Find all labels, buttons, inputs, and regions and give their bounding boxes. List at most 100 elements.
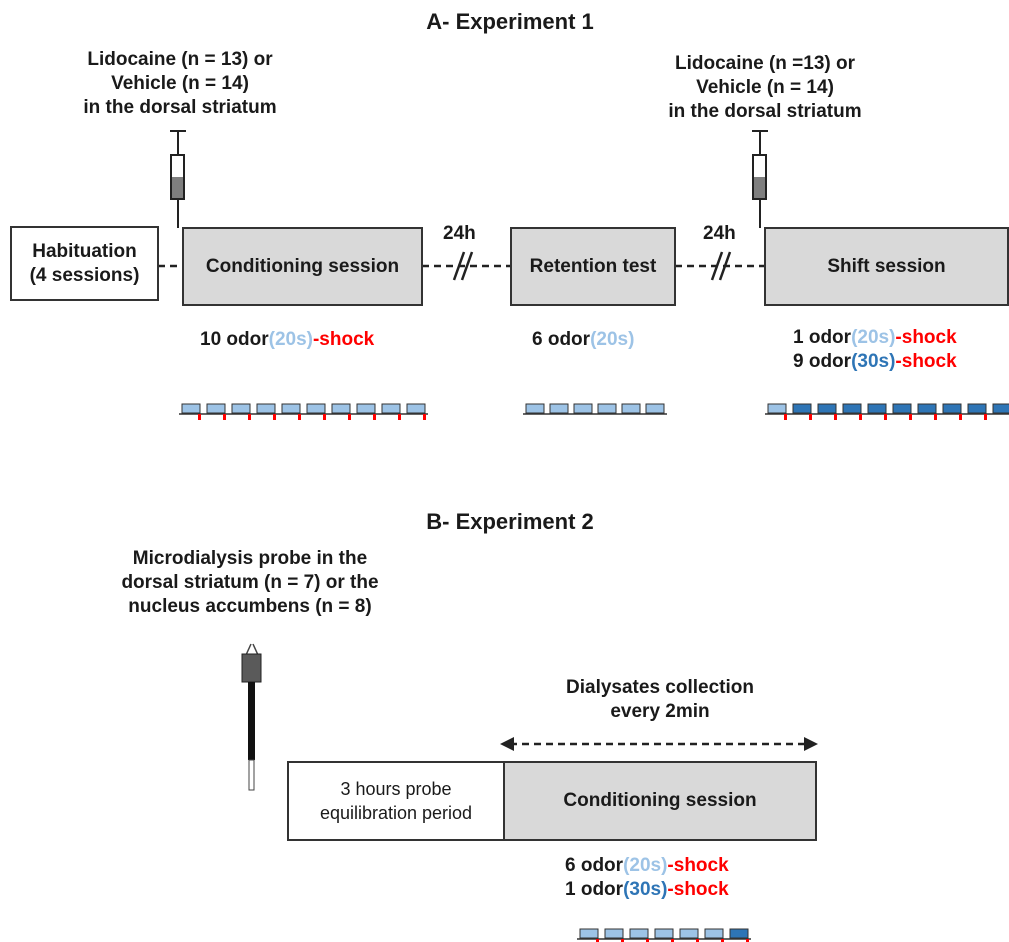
collection-line-2: every 2min xyxy=(610,701,710,722)
shock-mark xyxy=(884,414,887,420)
odor-30s-trial xyxy=(942,403,962,414)
odor-30s-trial xyxy=(892,403,912,414)
odor-20s-trial xyxy=(704,928,724,939)
injection-label-right: Lidocaine (n =13) or Vehicle (n = 14) in… xyxy=(625,52,905,124)
exp2-conditioning-box: Conditioning session xyxy=(503,761,817,841)
odor-30s-trial xyxy=(817,403,837,414)
shift-trial-sequence xyxy=(765,403,1009,420)
odor-20s-trial xyxy=(645,403,665,414)
experiment-2-title: B- Experiment 2 xyxy=(426,509,594,534)
odor-20s-trial xyxy=(621,403,641,414)
shock-mark xyxy=(671,939,674,942)
shock-mark xyxy=(348,414,351,420)
odor-20s-trial xyxy=(406,403,426,414)
trial-count: 1 odor xyxy=(565,879,624,900)
odor-20s-trial xyxy=(381,403,401,414)
odor-30s-trial xyxy=(842,403,862,414)
odor-20s-trial xyxy=(306,403,326,414)
odor-20s-trial xyxy=(629,928,649,939)
collection-arrow xyxy=(500,737,818,751)
shock-mark xyxy=(696,939,699,942)
trial-count: 10 odor xyxy=(200,329,269,350)
odor-20s-trial xyxy=(549,403,569,414)
shock-mark xyxy=(621,939,624,942)
trial-shock: -shock xyxy=(895,351,957,372)
shock-mark xyxy=(423,414,426,420)
shift-session-box: Shift session xyxy=(764,227,1009,306)
exp2-trials-label: 6 odor(20s)-shock 1 odor(30s)-shock xyxy=(565,854,729,902)
injection-right-line-1: Lidocaine (n =13) or xyxy=(674,53,855,74)
habituation-line-1: Habituation xyxy=(32,240,137,262)
conditioning-trials-label: 10 odor(20s)-shock xyxy=(200,328,374,352)
shock-mark xyxy=(198,414,201,420)
habituation-line-2: (4 sessions) xyxy=(29,264,140,286)
conditioning-session-box: Conditioning session xyxy=(182,227,423,306)
exp2-trials-line-1: 6 odor(20s)-shock xyxy=(565,854,729,878)
shift-trials-label: 1 odor(20s)-shock 9 odor(30s)-shock xyxy=(793,326,957,374)
probe-line-3: nucleus accumbens (n = 8) xyxy=(128,596,372,617)
equilibration-line-1: 3 hours probe xyxy=(340,779,452,799)
trial-duration: (30s) xyxy=(623,879,668,900)
conditioning-session-label: Conditioning session xyxy=(205,255,400,277)
shock-mark xyxy=(646,939,649,942)
odor-20s-trial xyxy=(767,403,787,414)
retention-trials-label: 6 odor(20s) xyxy=(532,328,634,352)
trial-duration: (20s) xyxy=(268,329,313,350)
trial-duration: (20s) xyxy=(590,329,635,350)
shift-trials-line-2: 9 odor(30s)-shock xyxy=(793,350,957,374)
odor-20s-trial xyxy=(281,403,301,414)
delay-label: 24h xyxy=(703,223,736,244)
odor-20s-trial xyxy=(579,928,599,939)
shock-mark xyxy=(596,939,599,942)
odor-30s-trial xyxy=(917,403,937,414)
shock-mark xyxy=(248,414,251,420)
experiment-2-trial-sequence xyxy=(577,928,751,942)
odor-20s-trial xyxy=(331,403,351,414)
odor-20s-trial xyxy=(356,403,376,414)
injection-left-line-3: in the dorsal striatum xyxy=(83,97,277,118)
odor-20s-trial xyxy=(604,928,624,939)
odor-20s-trial xyxy=(654,928,674,939)
injection-left-line-1: Lidocaine (n = 13) or xyxy=(87,49,273,70)
conditioning-trial-sequence xyxy=(179,403,428,420)
odor-20s-trial xyxy=(206,403,226,414)
shock-mark xyxy=(323,414,326,420)
trial-count: 1 odor xyxy=(793,327,852,348)
probe-line-2: dorsal striatum (n = 7) or the xyxy=(121,572,379,593)
syringe-icon xyxy=(170,130,186,228)
shift-session-label: Shift session xyxy=(827,255,946,277)
odor-30s-trial xyxy=(992,403,1009,414)
shift-trials-line-1: 1 odor(20s)-shock xyxy=(793,326,957,350)
trial-shock: -shock xyxy=(895,327,957,348)
trial-count: 6 odor xyxy=(532,329,591,350)
shock-mark xyxy=(398,414,401,420)
shock-mark xyxy=(298,414,301,420)
trial-shock: -shock xyxy=(312,329,375,350)
retention-test-label: Retention test xyxy=(529,255,657,277)
shock-mark xyxy=(909,414,912,420)
odor-20s-trial xyxy=(597,403,617,414)
odor-20s-trial xyxy=(573,403,593,414)
microdialysis-probe-icon xyxy=(241,643,262,791)
syringe-icon xyxy=(752,130,768,228)
injection-right-line-2: Vehicle (n = 14) xyxy=(696,77,834,98)
odor-30s-trial xyxy=(967,403,987,414)
shock-mark xyxy=(859,414,862,420)
shock-mark xyxy=(223,414,226,420)
trial-count: 9 odor xyxy=(793,351,852,372)
odor-30s-trial xyxy=(792,403,812,414)
probe-label: Microdialysis probe in the dorsal striat… xyxy=(100,547,400,619)
shock-mark xyxy=(273,414,276,420)
injection-left-line-2: Vehicle (n = 14) xyxy=(111,73,249,94)
collection-line-1: Dialysates collection xyxy=(566,677,754,698)
shock-mark xyxy=(834,414,837,420)
equilibration-box: 3 hours probe equilibration period xyxy=(287,761,505,841)
shock-mark xyxy=(373,414,376,420)
injection-label-left: Lidocaine (n = 13) or Vehicle (n = 14) i… xyxy=(40,48,320,120)
shock-mark xyxy=(746,939,749,942)
shock-mark xyxy=(959,414,962,420)
injection-right-line-3: in the dorsal striatum xyxy=(668,101,862,122)
delay-label: 24h xyxy=(443,223,476,244)
odor-30s-trial xyxy=(729,928,749,939)
